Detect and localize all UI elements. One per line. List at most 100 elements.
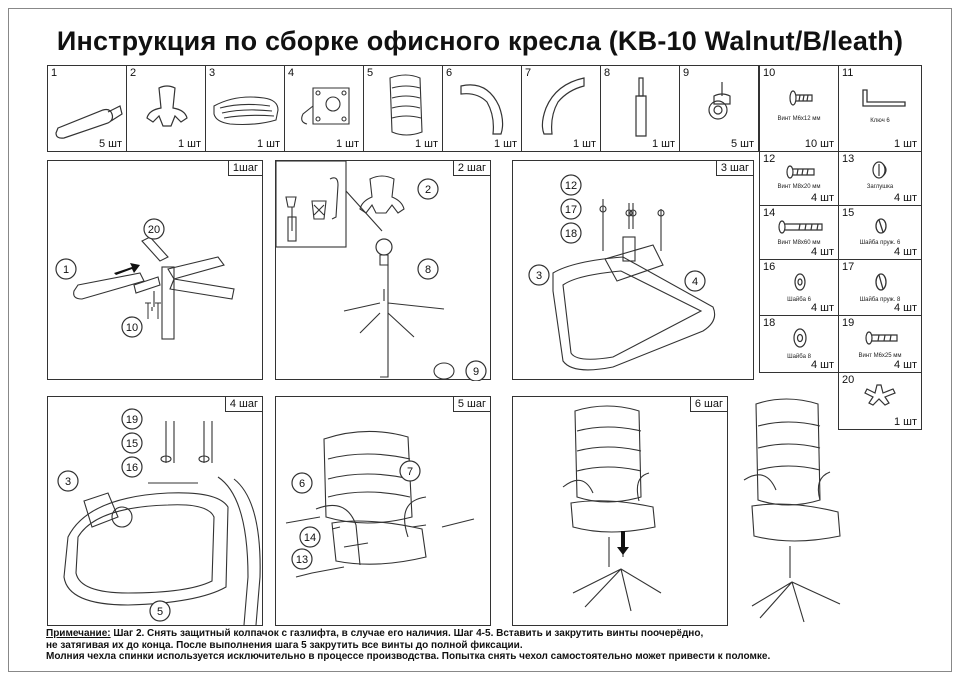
step1-illustration: 1 20 10: [55, 218, 235, 340]
part-number: 14: [763, 207, 776, 219]
part-cell-10: 10 Винт М6х12 мм 10 шт: [759, 65, 839, 152]
step2-illustration: 2 8 9: [276, 161, 487, 381]
callout-18: 18: [565, 228, 577, 240]
part-cell-5: 5 1 шт: [363, 65, 443, 152]
callout-3: 3: [536, 270, 542, 282]
step-panel-3: 3 шаг 12 17 18 3 4: [512, 160, 754, 380]
callout-15: 15: [126, 438, 138, 450]
part-quantity: 1 шт: [335, 138, 359, 150]
part-number: 11: [842, 67, 854, 79]
cap-plug-icon: [872, 161, 887, 179]
callout-7: 7: [407, 466, 413, 478]
part-cell-14: 14 Винт М8х60 мм 4 шт: [759, 205, 839, 260]
note-label: Примечание:: [46, 628, 111, 639]
step-panel-5: 5 шаг 6 7 14 13: [275, 396, 491, 626]
part-caption: Ключ 6: [870, 118, 890, 124]
callout-1: 1: [63, 264, 69, 276]
callout-2: 2: [425, 184, 431, 196]
part-number: 10: [763, 67, 776, 79]
callout-20: 20: [148, 224, 160, 236]
part-caption: Шайба 6: [787, 297, 811, 303]
callout-19: 19: [126, 414, 138, 426]
part-cell-17: 17 Шайба пруж. 8 4 шт: [838, 259, 922, 316]
callout-6: 6: [299, 478, 305, 490]
part-caption: Винт М6х12 мм: [777, 116, 821, 122]
armrest-bar-icon: [55, 105, 123, 139]
part-number: 15: [842, 207, 855, 219]
part-quantity: 1 шт: [893, 138, 917, 150]
part-quantity: 4 шт: [810, 359, 834, 371]
cross-base-icon: [864, 384, 896, 406]
part-cell-19: 19 Винт М6х25 мм 4 шт: [838, 315, 922, 373]
part-cell-11: 11 Ключ 6 1 шт: [838, 65, 922, 152]
backrest-icon: [389, 74, 423, 136]
part-quantity: 4 шт: [810, 246, 834, 258]
step-panel-6: 6 шаг: [512, 396, 728, 626]
arrow-icon: [617, 531, 629, 555]
part-cell-3: 3 1 шт: [205, 65, 285, 152]
step-panel-4: 4 шаг 19 15 16 3 5: [47, 396, 263, 626]
part-number: 4: [288, 67, 295, 79]
callout-16: 16: [126, 462, 138, 474]
gas-lift-icon: [635, 77, 647, 137]
part-cell-12: 12 Винт М8х20 мм 4 шт: [759, 151, 839, 206]
note-line-3: Молния чехла спинки используется исключи…: [46, 651, 771, 662]
part-number: 6: [446, 67, 453, 79]
part-number: 9: [683, 67, 690, 79]
callout-10: 10: [126, 322, 138, 334]
part-cell-15: 15 Шайба пруж. 6 4 шт: [838, 205, 922, 260]
part-quantity: 4 шт: [810, 302, 834, 314]
assembly-note: Примечание: Шаг 2. Снять защитный колпач…: [46, 628, 806, 663]
part-cell-1: 1 5 шт: [47, 65, 127, 152]
part-quantity: 4 шт: [893, 192, 917, 204]
callout-12: 12: [565, 180, 577, 192]
part-caption: Винт М8х20 мм: [777, 184, 821, 190]
part-number: 7: [525, 67, 532, 79]
part-caption: Винт М8х60 мм: [777, 240, 821, 246]
part-number: 8: [604, 67, 611, 79]
part-caption: Заглушка: [866, 184, 894, 190]
part-quantity: 4 шт: [810, 192, 834, 204]
part-cell-2: 2 1 шт: [126, 65, 206, 152]
step4-illustration: 19 15 16 3 5: [57, 408, 261, 626]
part-number: 13: [842, 153, 855, 165]
caster-icon: [708, 82, 731, 120]
callout-14: 14: [304, 532, 316, 544]
part-caption: Шайба пруж. 8: [859, 297, 901, 303]
part-number: 17: [842, 261, 855, 273]
step5-illustration: 6 7 14 13: [285, 430, 475, 578]
part-caption: Винт М6х25 мм: [858, 353, 902, 359]
part-quantity: 1 шт: [256, 138, 280, 150]
step3-illustration: 12 17 18 3 4: [528, 174, 716, 371]
page-title: Инструкция по сборке офисного кресла (KB…: [56, 26, 904, 56]
callout-17: 17: [565, 204, 577, 216]
part-number: 12: [763, 153, 776, 165]
screws-group: [145, 302, 161, 319]
armrest-left-icon: [460, 84, 504, 135]
step-panel-2: 2 шаг 2 8 9: [275, 160, 491, 381]
part-cell-6: 6 1 шт: [442, 65, 522, 152]
callout-9: 9: [473, 366, 479, 378]
part-cell-20: 20 1 шт: [838, 372, 922, 430]
step-label: 3 шаг: [715, 161, 753, 176]
part-cell-9: 9 5 шт: [679, 65, 759, 152]
part-caption: Шайба пруж. 6: [859, 240, 901, 246]
part-number: 1: [51, 67, 58, 79]
note-line-2: не затягивая их до конца. После выполнен…: [46, 639, 523, 651]
seat-icon: [213, 96, 279, 126]
part-quantity: 1 шт: [893, 416, 917, 428]
hex-key-icon: [862, 89, 906, 107]
callout-5: 5: [157, 606, 163, 618]
spring-washer-icon: [875, 218, 887, 234]
part-number: 20: [842, 374, 855, 386]
part-cell-7: 7 1 шт: [521, 65, 601, 152]
arrow-icon: [114, 263, 140, 275]
part-quantity: 5 шт: [98, 138, 122, 150]
screw-icon: [789, 90, 813, 106]
part-quantity: 4 шт: [893, 359, 917, 371]
washer-icon: [794, 273, 806, 291]
mechanism-icon: [301, 87, 350, 125]
step6-illustration: [562, 405, 662, 612]
part-quantity: 4 шт: [893, 302, 917, 314]
step-label: 4 шаг: [224, 397, 262, 412]
